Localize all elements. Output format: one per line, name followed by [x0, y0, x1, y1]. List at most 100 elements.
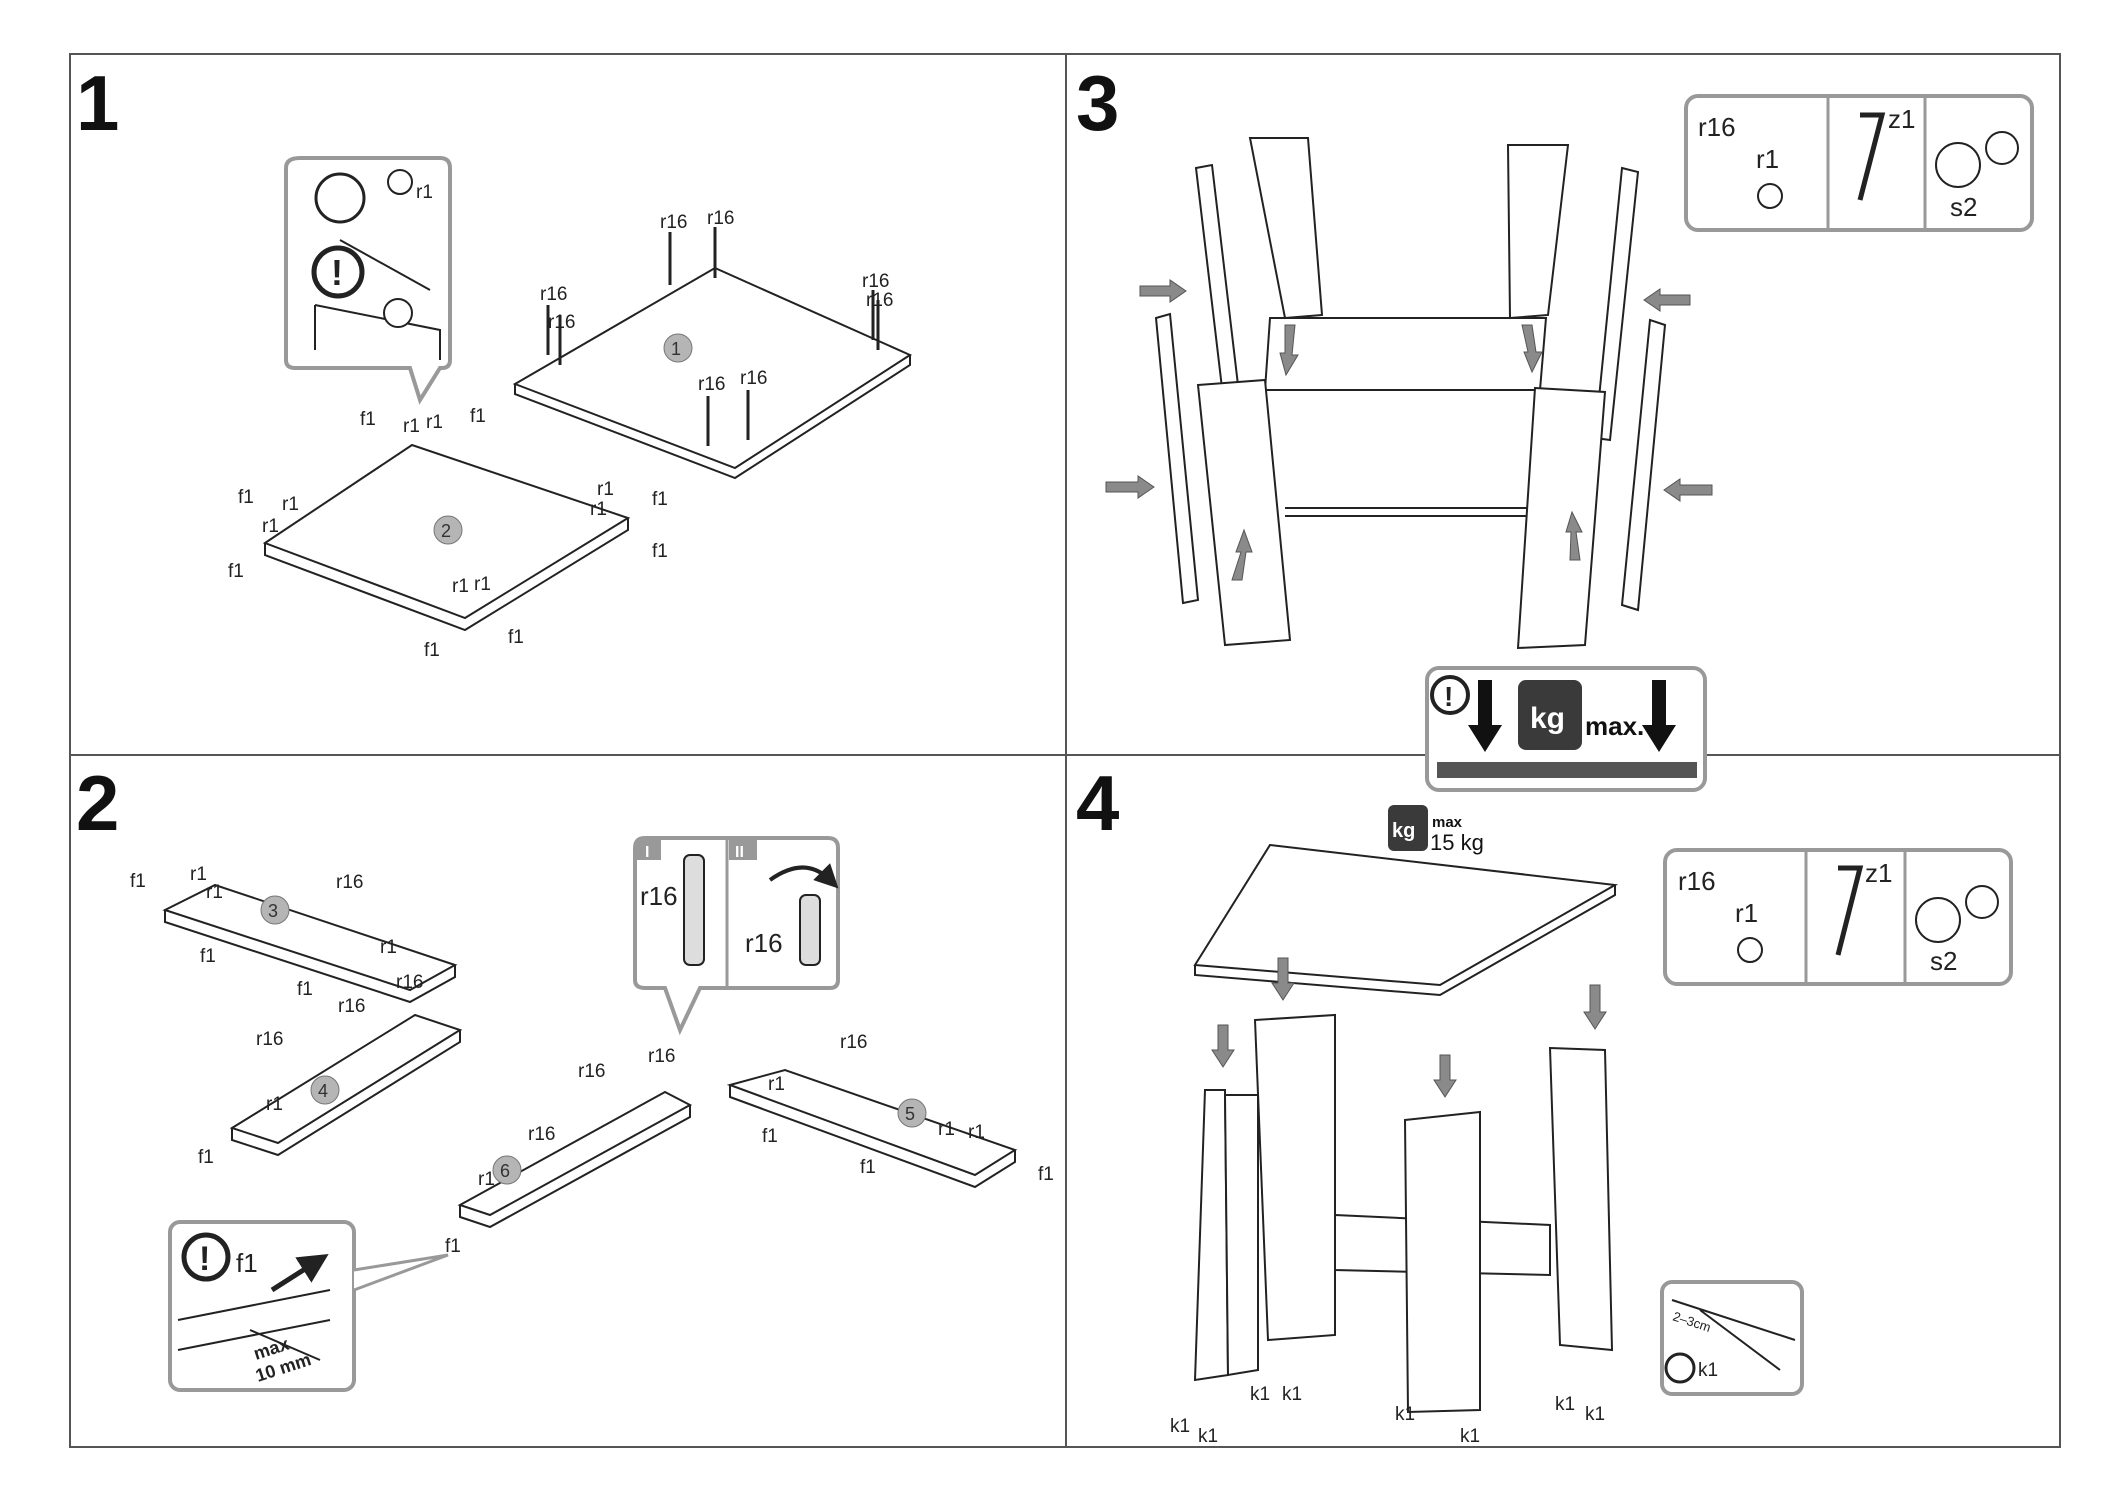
screw-icon-ii: [799, 894, 821, 966]
cam-fitting-icon: [387, 169, 413, 195]
s4-top-panel: [1193, 843, 1619, 987]
substep-ii-badge: [729, 840, 757, 860]
s2-f1-c: f1: [297, 979, 313, 1000]
r1-label-a: r1: [403, 416, 420, 437]
foot-callout: [1660, 1280, 1804, 1396]
s2-r1-f: r1: [768, 1074, 785, 1095]
f1-label-c: f1: [238, 487, 254, 508]
panel-4-edge: [231, 1030, 461, 1157]
panel-4-number: 4: [318, 1081, 328, 1101]
callout-detail-lines: [314, 239, 441, 360]
s2-r16-h: r16: [840, 1032, 867, 1053]
step-number-2: 2: [76, 759, 119, 847]
hw4-cam-icon: [1737, 937, 1763, 963]
panel-3-edge: [164, 910, 456, 1004]
callout-pointer: [353, 1253, 449, 1292]
warning-icon: [311, 245, 365, 299]
panel-5-number: 5: [905, 1104, 915, 1124]
max-load-surface: [1437, 762, 1697, 778]
r1-label-c: r1: [282, 494, 299, 515]
arrow-left-b: [1663, 478, 1713, 502]
s2-r16-b: r16: [396, 972, 423, 993]
r16-label-g: r16: [698, 374, 725, 395]
r16-label-c: r16: [540, 284, 567, 305]
r1-label-d: r1: [262, 516, 279, 537]
r1-label-g: r1: [452, 576, 469, 597]
s2-r16-g: r16: [528, 1124, 555, 1145]
s4-direction-arrows: [1211, 957, 1607, 1098]
s2-f1-b: f1: [200, 946, 216, 967]
s2-r1-a: r1: [190, 864, 207, 885]
s2-r16-e: r16: [578, 1061, 605, 1082]
s4-k1-g: k1: [1555, 1394, 1575, 1415]
s2-f1-e: f1: [445, 1236, 461, 1257]
s4-leg-left-front: [1253, 1013, 1336, 1342]
s3-leg-back-left: [1248, 137, 1324, 320]
s4-arrow-a: [1271, 957, 1295, 1001]
s2-r1-e: r1: [478, 1169, 495, 1190]
hw4-allen-key-icon: [1835, 865, 1864, 956]
hw3-s2: s2: [1950, 192, 1977, 222]
s3-top-panel: [1263, 317, 1548, 391]
f1-label-e: f1: [652, 489, 668, 510]
callout-r16-i: r16: [640, 881, 678, 911]
arrow-up-a: [1231, 528, 1253, 581]
s2-f1-f: f1: [762, 1126, 778, 1147]
rotate-arrow-icon: [768, 863, 839, 889]
panel-5-badge: [897, 1098, 927, 1128]
s4-leg-left-back: [1193, 1089, 1230, 1382]
step-number-1: 1: [76, 59, 119, 147]
warning-mark: !: [331, 252, 343, 293]
panel-1-number: 1: [671, 339, 681, 359]
kg-label-step4: kg: [1392, 820, 1415, 842]
step-1-section: ! r1 1 r16 r16 r16 r16 r16 r16 r16 r16 2…: [228, 156, 913, 661]
s2-f1-h: f1: [1038, 1164, 1054, 1185]
warning-icon-step2: [181, 1232, 231, 1282]
arrow-up-b: [1565, 510, 1583, 561]
arrow-down-a: [1279, 324, 1299, 377]
panel-5-edge: [729, 1085, 1016, 1189]
s2-r16-a: r16: [336, 872, 363, 893]
dowel-insert-arrow: [270, 1253, 329, 1293]
hw4-screwhead-icon: [1965, 885, 1999, 919]
r1-label-b: r1: [426, 412, 443, 433]
f1-label-a: f1: [360, 409, 376, 430]
s2-r16-f: r16: [648, 1046, 675, 1067]
s4-k1-d: k1: [1282, 1384, 1302, 1405]
hw4-r1: r1: [1735, 898, 1758, 928]
max-load-warning-icon: [1430, 675, 1470, 715]
r16-label-h: r16: [740, 368, 767, 389]
s3-leg-front-right: [1516, 386, 1607, 650]
hw4-s2: s2: [1930, 946, 1957, 976]
s4-k1-a: k1: [1170, 1416, 1190, 1437]
s2-r1-b: r1: [206, 882, 223, 903]
step-2-section: 3 f1 r1 r1 r16 f1 f1 r1 r16 4 r16 r16 r1…: [130, 836, 1054, 1392]
s3-side-right-front: [1620, 318, 1667, 612]
r16-label-f: r16: [866, 290, 893, 311]
cam-lock-icon: [383, 298, 413, 328]
step-4-section: kg max 15 kg k1 k1 k1 k1 k1 k1 k1 k1 r1: [1170, 805, 2013, 1447]
substep-i-label: I: [645, 844, 649, 861]
kg-weight-icon: [1518, 680, 1582, 750]
substep-i-badge: [637, 840, 661, 860]
panel-4-badge: [310, 1075, 340, 1105]
s2-r1-g: r1: [938, 1119, 955, 1140]
panel-1-board: [512, 266, 913, 470]
r16-label-b: r16: [707, 208, 734, 229]
max-label: max.: [1585, 711, 1644, 741]
s4-leg-center: [1403, 1110, 1481, 1414]
s3-leg-back-right: [1506, 144, 1570, 320]
s4-arrow-d: [1583, 984, 1607, 1030]
s4-arrow-c: [1433, 1054, 1457, 1098]
r16-label-d: r16: [548, 312, 575, 333]
panel-6-edge: [459, 1105, 691, 1229]
max-load-value: 15 kg: [1430, 830, 1484, 855]
s3-side-left-front: [1154, 312, 1200, 605]
hw3-z1: z1: [1888, 104, 1915, 134]
s4-k1-e: k1: [1395, 1404, 1415, 1425]
s4-k1-h: k1: [1585, 1404, 1605, 1425]
panel-6-number: 6: [500, 1161, 510, 1181]
f1-label-h: f1: [508, 627, 524, 648]
foot-k1: k1: [1698, 1360, 1718, 1381]
arrow-left-a: [1643, 288, 1691, 312]
